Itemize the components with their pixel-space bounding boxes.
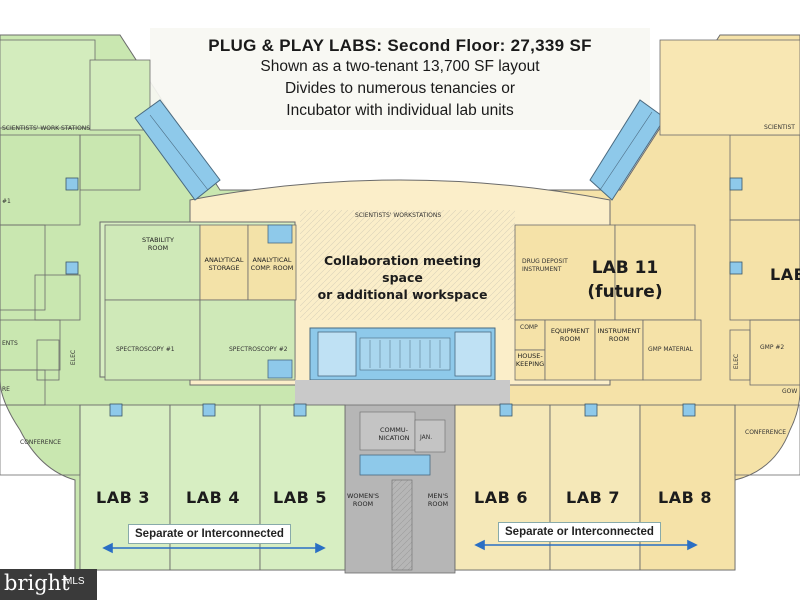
lab-3-label: LAB 3 bbox=[96, 488, 150, 507]
room-gow: GOW bbox=[782, 388, 798, 395]
lab-11-label: LAB 11 (future) bbox=[575, 256, 675, 304]
lab-11-status: (future) bbox=[587, 282, 663, 302]
lab-11-name: LAB 11 bbox=[591, 258, 659, 278]
header: PLUG & PLAY LABS: Second Floor: 27,339 S… bbox=[150, 30, 650, 130]
room-stability: STABILITY ROOM bbox=[142, 236, 174, 252]
room-communication: COMMU-NICATION bbox=[378, 426, 410, 442]
room-janitor: JAN. bbox=[420, 434, 433, 441]
room-re: RE bbox=[2, 386, 10, 393]
lab-4-label: LAB 4 bbox=[186, 488, 240, 507]
room-number-1: #1 bbox=[2, 198, 11, 205]
room-conference-left: CONFERENCE bbox=[20, 439, 62, 446]
room-womens: WOMEN'S ROOM bbox=[346, 492, 380, 508]
arrow-right bbox=[474, 539, 698, 551]
room-spectroscopy-2: SPECTROSCOPY #2 bbox=[229, 346, 288, 353]
separate-note-left: Separate or Interconnected bbox=[128, 524, 291, 544]
left-stair bbox=[134, 99, 221, 201]
bright-mls-logo: bright MLS bbox=[0, 569, 97, 600]
separate-note-right: Separate or Interconnected bbox=[498, 522, 661, 542]
room-comp: COMP bbox=[520, 324, 538, 331]
collaboration-line-2: space bbox=[382, 270, 423, 285]
room-spectroscopy-1: SPECTROSCOPY #1 bbox=[116, 346, 175, 353]
room-scientists-center: SCIENTISTS' WORKSTATIONS bbox=[355, 212, 442, 219]
brand-name: bright bbox=[4, 571, 70, 595]
lab-6-label: LAB 6 bbox=[474, 488, 528, 507]
room-conference-right: CONFERENCE bbox=[745, 429, 787, 436]
plan-subtitle-2: Divides to numerous tenancies or bbox=[284, 80, 516, 97]
room-elec-left: ELEC bbox=[70, 349, 78, 366]
collaboration-line-1: Collaboration meeting bbox=[323, 253, 482, 268]
room-drug-deposit: DRUG DEPOSIT INSTRUMENT bbox=[522, 258, 568, 273]
room-housekeeping: HOUSE-KEEPING bbox=[515, 352, 545, 368]
room-analytical-comp: ANALYTICAL COMP. ROOM bbox=[250, 256, 294, 272]
right-stair bbox=[589, 99, 666, 201]
room-gmp-material: GMP MATERIAL bbox=[648, 346, 694, 353]
collaboration-line-3: or additional workspace bbox=[317, 287, 488, 302]
brand-suffix: MLS bbox=[64, 576, 85, 587]
lab-right-partial: LAB bbox=[770, 265, 800, 284]
collaboration-label: Collaboration meeting space or additiona… bbox=[315, 252, 490, 303]
room-scientists-left: SCIENTISTS' WORK STATIONS bbox=[2, 125, 91, 132]
lab-8-label: LAB 8 bbox=[658, 488, 712, 507]
room-equipment: EQUIPMENT ROOM bbox=[550, 327, 590, 343]
room-elec-right: ELEC bbox=[733, 353, 741, 370]
plan-subtitle-1: Shown as a two-tenant 13,700 SF layout bbox=[260, 58, 540, 75]
lab-5-label: LAB 5 bbox=[273, 488, 327, 507]
room-mens: MEN'S ROOM bbox=[427, 492, 449, 508]
room-analytical-storage: ANALYTICAL STORAGE bbox=[204, 256, 244, 272]
arrow-left bbox=[102, 542, 326, 554]
room-instrument: INSTRUMENT ROOM bbox=[597, 327, 641, 343]
plan-title: PLUG & PLAY LABS: Second Floor: 27,339 S… bbox=[208, 36, 592, 55]
room-gmp-2: GMP #2 bbox=[760, 344, 785, 351]
lab-7-label: LAB 7 bbox=[566, 488, 620, 507]
plan-subtitle-3: Incubator with individual lab units bbox=[286, 102, 514, 119]
room-scientists-right: SCIENTIST bbox=[764, 124, 795, 131]
room-ents: ENTS bbox=[2, 340, 18, 347]
